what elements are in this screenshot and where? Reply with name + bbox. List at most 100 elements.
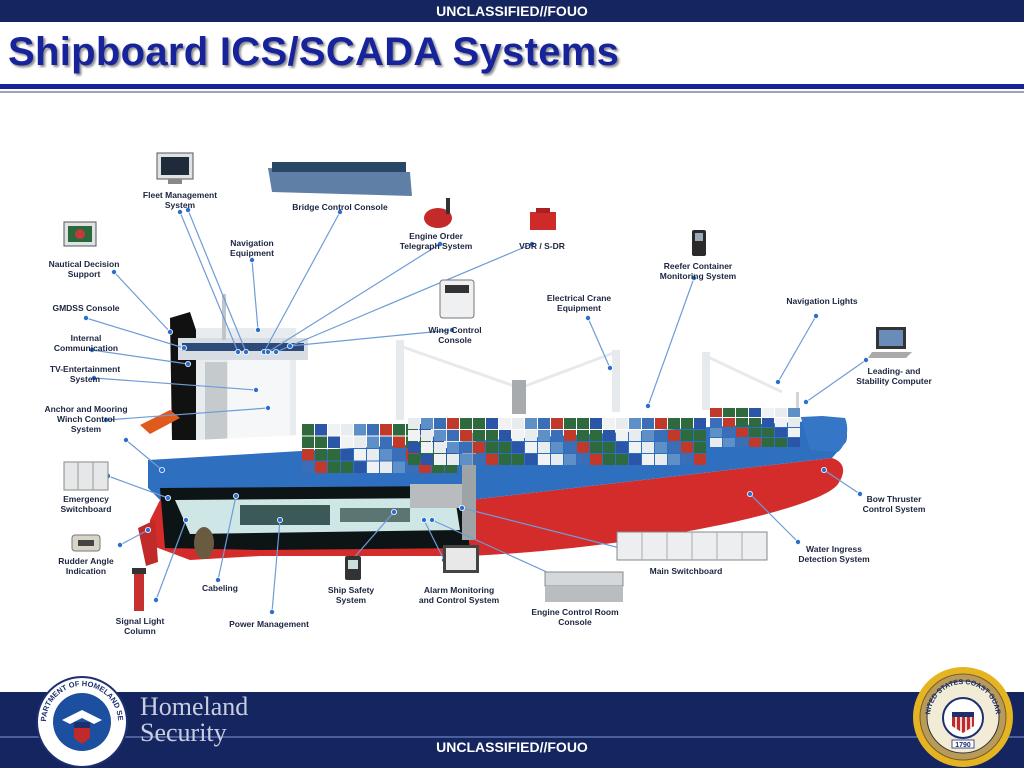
leader-line (289, 329, 453, 347)
leader-line (217, 495, 237, 581)
leader-line (179, 211, 239, 353)
container-box (538, 418, 550, 429)
engine-order-telegraph-icon (424, 198, 452, 228)
container-box (775, 428, 787, 437)
container-box (525, 454, 537, 465)
leader-dot (276, 517, 283, 524)
leader-dot (234, 348, 241, 355)
container-box (749, 438, 761, 447)
label-reefer-container: Reefer Container Monitoring System (659, 261, 737, 281)
container-box (499, 442, 511, 453)
reefer-handheld-icon (692, 230, 706, 256)
container-box (367, 449, 379, 461)
leader-line (107, 475, 169, 499)
container-box (380, 449, 392, 461)
container-box (302, 461, 314, 473)
bridge-windows (182, 343, 304, 351)
vdr-icon (530, 208, 556, 230)
label-alarm-monitoring: Alarm Monitoring and Control System (418, 585, 500, 605)
container-box (473, 454, 485, 465)
leader-line (85, 317, 185, 349)
container-box (762, 408, 774, 417)
leader-line (275, 243, 533, 353)
container-box (694, 430, 706, 441)
container-box (642, 418, 654, 429)
leader-dot (144, 527, 151, 534)
container-box (408, 454, 420, 465)
label-vdr: VDR / S-DR (519, 241, 565, 251)
leader-dot (180, 344, 187, 351)
container-box (406, 424, 418, 436)
leader-line (91, 349, 189, 365)
container-box (590, 442, 602, 453)
crane-fwd-jib (705, 354, 783, 394)
container-box (512, 442, 524, 453)
leader-dot (117, 542, 124, 549)
switchboard-blocks (410, 484, 462, 508)
container-box (577, 442, 589, 453)
container-box (668, 430, 680, 441)
container-box (642, 454, 654, 465)
container-box (434, 454, 446, 465)
title-underline (0, 84, 1024, 89)
container-box (762, 418, 774, 427)
container-box (723, 428, 735, 437)
bow (800, 414, 848, 452)
leader-dot (242, 348, 249, 355)
leader-line (155, 519, 187, 601)
container-box (775, 438, 787, 447)
leader-dot (390, 508, 397, 515)
container-box (736, 418, 748, 427)
label-gmdss-console: GMDSS Console (52, 303, 120, 313)
container-box (302, 449, 314, 461)
leader-dot (813, 312, 820, 319)
leader-dot (691, 274, 698, 281)
container-box (512, 418, 524, 429)
crane-aft-jib (399, 344, 521, 390)
leader-dot (645, 402, 652, 409)
label-signal-light-column: Signal Light Column (115, 616, 165, 636)
label-navigation-equipment: Navigation Equipment (230, 238, 274, 258)
container-box (590, 454, 602, 465)
label-emergency-switchboard: Emergency Switchboard (60, 494, 112, 514)
container-box (432, 461, 444, 473)
container-box (525, 430, 537, 441)
generator-row (340, 508, 410, 522)
leader-line (423, 519, 445, 561)
container-box (445, 424, 457, 436)
container-box (681, 430, 693, 441)
container-box (328, 461, 340, 473)
org-name: Homeland Security (140, 692, 249, 747)
leader-dot (857, 490, 864, 497)
stability-laptop-icon (868, 327, 912, 358)
container-box (499, 418, 511, 429)
container-box (315, 461, 327, 473)
svg-text:1790: 1790 (955, 742, 971, 749)
container-box (302, 436, 314, 448)
container-box (655, 418, 667, 429)
container-stacks (302, 408, 800, 473)
container-box (538, 454, 550, 465)
container-box (775, 408, 787, 417)
label-rudder-angle: Rudder Angle Indication (58, 556, 114, 576)
leader-line (777, 315, 817, 383)
container-box (367, 424, 379, 436)
container-box (629, 418, 641, 429)
container-box (434, 442, 446, 453)
container-box (486, 430, 498, 441)
leader-line (93, 377, 257, 391)
leader-line (351, 511, 395, 561)
container-box (694, 418, 706, 429)
container-box (393, 436, 405, 448)
container-box (564, 442, 576, 453)
stair-tower (205, 362, 227, 440)
container-box (668, 442, 680, 453)
deckhouse-side (228, 360, 290, 440)
leader-dot (103, 416, 110, 423)
leader-line (119, 529, 149, 546)
container-box (577, 418, 589, 429)
bow-mast (796, 392, 799, 414)
container-box (616, 418, 628, 429)
leader-dot (111, 268, 118, 275)
container-box (710, 428, 722, 437)
